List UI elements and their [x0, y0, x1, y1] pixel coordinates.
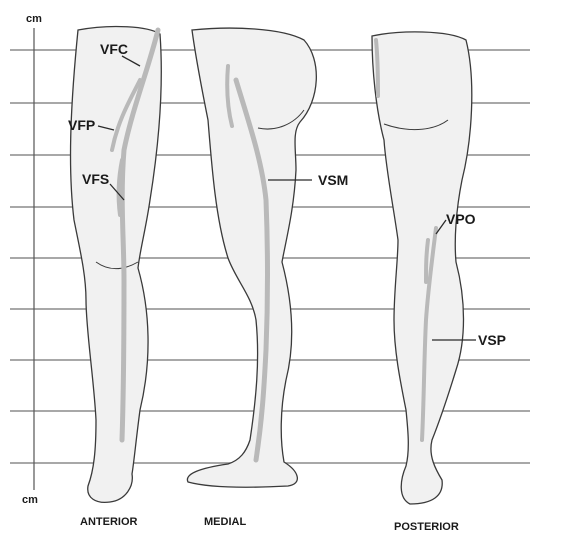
- posterior-leg-outline: [371, 31, 473, 505]
- vpo-label: VPO: [446, 211, 476, 227]
- anterior-view-label: ANTERIOR: [80, 516, 138, 528]
- medial-view-label: MEDIAL: [204, 516, 246, 528]
- posterior-popliteal-branch: [424, 238, 430, 284]
- vsm-label: VSM: [318, 172, 348, 188]
- vpo-leader: [435, 219, 447, 235]
- axis-unit-bottom: cm: [22, 494, 38, 506]
- anterior-femoral-branch: [110, 78, 142, 152]
- vfs-leader: [109, 183, 125, 201]
- vsp-label: VSP: [478, 332, 506, 348]
- vfs-label: VFS: [82, 171, 109, 187]
- posterior-small-saphenous-vein: [420, 226, 438, 442]
- medial-great-saphenous-vein: [233, 77, 270, 463]
- vfp-leader: [97, 125, 115, 131]
- vfc-label: VFC: [100, 41, 128, 57]
- anterior-superficial-branch: [116, 158, 124, 217]
- posterior-gluteal-fold: [383, 119, 449, 131]
- axis-unit-top: cm: [26, 13, 42, 25]
- vfc-leader: [121, 55, 141, 67]
- medial-thigh-fold: [257, 109, 305, 130]
- medial-leg-outline: [186, 27, 317, 488]
- anterior-leg-outline: [69, 25, 162, 504]
- anterior-great-saphenous-vein: [119, 27, 161, 443]
- anterior-leg: VFC VFP VFS: [68, 25, 162, 504]
- medial-upper-branch: [225, 64, 234, 128]
- posterior-leg: VPO VSP: [371, 31, 506, 505]
- anterior-knee-line: [95, 261, 139, 270]
- posterior-upper-vein: [374, 38, 380, 98]
- posterior-view-label: POSTERIOR: [394, 521, 459, 533]
- medial-leg: VSM: [186, 27, 348, 488]
- vfp-label: VFP: [68, 117, 95, 133]
